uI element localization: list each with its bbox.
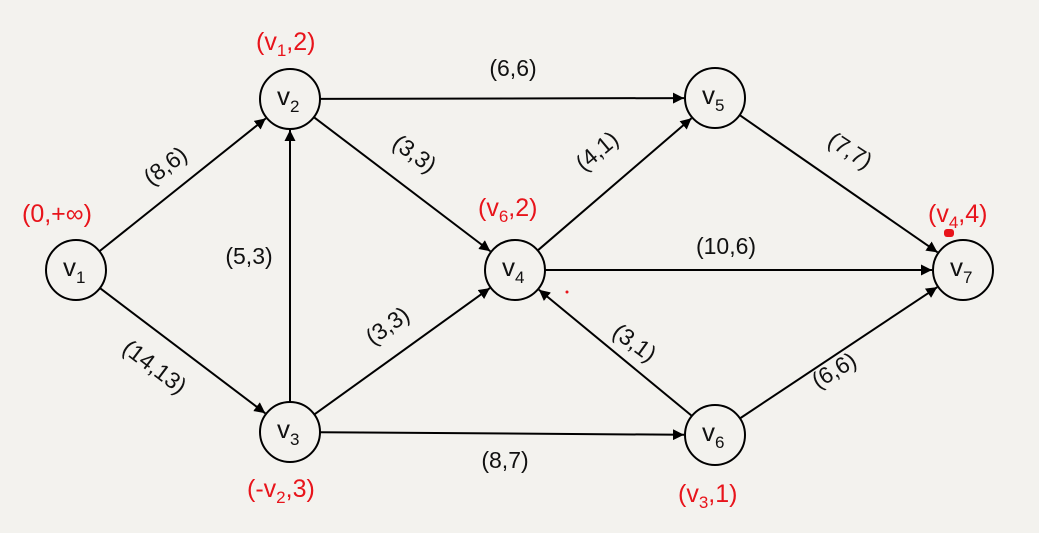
edge-v5-v7 xyxy=(739,114,939,254)
node-v1: v1 xyxy=(45,239,107,301)
edge-v3-v6 xyxy=(319,429,685,441)
edge-v1-v2 xyxy=(98,117,267,253)
node-v2: v2 xyxy=(259,68,321,130)
edge-label-v3-v4: (3,3) xyxy=(361,301,415,350)
edge-v6-v4 xyxy=(538,288,693,417)
edge-v1-v3 xyxy=(99,287,266,415)
edge-label-v4-v5: (4,1) xyxy=(570,126,623,176)
edge-label-v6-v7: (6,6) xyxy=(807,347,861,394)
node-circle xyxy=(259,401,321,463)
node-label-v2: (v1,2) xyxy=(256,28,315,60)
edge-label-v5-v7: (7,7) xyxy=(823,127,877,175)
edge-v4-v5 xyxy=(537,117,693,252)
node-v3: v3 xyxy=(259,401,321,463)
node-label-v1: (0,+∞) xyxy=(22,200,92,228)
node-circle xyxy=(259,68,321,130)
node-name: v3 xyxy=(277,414,299,449)
node-name: v1 xyxy=(63,252,85,287)
annotation-dot xyxy=(565,290,569,294)
node-circle xyxy=(684,67,746,129)
node-circle xyxy=(932,239,994,301)
node-name: v6 xyxy=(702,417,724,452)
edge-label-v3-v2: (5,3) xyxy=(225,243,272,269)
node-label-v6: (v3,1) xyxy=(678,480,737,512)
node-circle xyxy=(45,239,107,301)
edge-label-v2-v4: (3,3) xyxy=(388,129,442,178)
edge-label-v3-v6: (8,7) xyxy=(481,447,528,473)
node-label-v3: (-v2,3) xyxy=(247,475,315,507)
node-v4: v4 xyxy=(484,239,546,301)
node-circle xyxy=(684,404,746,466)
edge-v2-v5 xyxy=(319,92,685,104)
node-v6: v6 xyxy=(684,404,746,466)
node-circle xyxy=(484,239,546,301)
edge-label-v6-v4: (3,1) xyxy=(608,318,662,367)
node-label-v4: (v6,2) xyxy=(478,194,537,226)
edge-label-v1-v3: (14,13) xyxy=(118,334,192,399)
annotation-mark xyxy=(944,229,954,237)
node-label-v7: (v4,4) xyxy=(928,200,987,232)
node-name: v5 xyxy=(702,80,724,115)
node-v5: v5 xyxy=(684,67,746,129)
edge-v2-v4 xyxy=(313,116,491,253)
node-name: v2 xyxy=(277,81,299,116)
edge-label-v2-v5: (6,6) xyxy=(489,55,536,81)
edge-v6-v7 xyxy=(739,286,938,420)
edge-label-v4-v7: (10,6) xyxy=(696,233,756,259)
edge-v3-v4 xyxy=(313,287,491,416)
node-name: v4 xyxy=(502,252,524,287)
node-name: v7 xyxy=(950,252,972,287)
node-v7: v7 xyxy=(932,239,994,301)
